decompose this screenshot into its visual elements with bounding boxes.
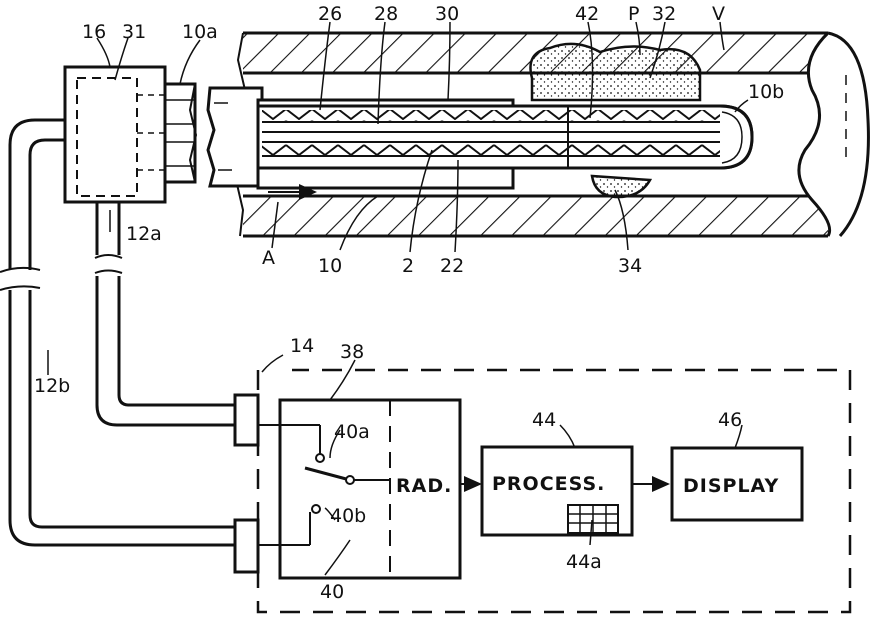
label-A: A: [262, 247, 275, 269]
label-22: 22: [440, 255, 464, 277]
label-2: 2: [402, 255, 414, 277]
catheter: [208, 88, 752, 192]
connector-housing: [65, 67, 196, 202]
label-14: 14: [290, 335, 314, 357]
plaque-top: [530, 44, 700, 100]
label-38: 38: [340, 341, 364, 363]
label-P: P: [628, 3, 639, 25]
label-26: 26: [318, 3, 342, 25]
label-34: 34: [618, 255, 642, 277]
label-42: 42: [575, 3, 599, 25]
keypad: [568, 505, 618, 533]
label-28: 28: [374, 3, 398, 25]
label-44: 44: [532, 409, 556, 431]
vessel-bottom-wall: [243, 196, 828, 236]
label-40b: 40b: [330, 505, 366, 527]
processor-label: PROCESS.: [492, 473, 605, 495]
label-44a: 44a: [566, 551, 602, 573]
label-40a: 40a: [334, 421, 370, 443]
display-label: DISPLAY: [683, 475, 779, 497]
label-46: 46: [718, 409, 742, 431]
radiometer-label: RAD.: [396, 475, 452, 497]
label-12a: 12a: [126, 223, 162, 245]
label-10a: 10a: [182, 21, 218, 43]
label-V: V: [712, 3, 725, 25]
label-31: 31: [122, 21, 146, 43]
label-30: 30: [435, 3, 459, 25]
label-16: 16: [82, 21, 106, 43]
label-40: 40: [320, 581, 344, 603]
label-10: 10: [318, 255, 342, 277]
label-32: 32: [652, 3, 676, 25]
plaque-bottom: [592, 176, 650, 197]
label-12b: 12b: [34, 375, 70, 397]
label-10b: 10b: [748, 81, 784, 103]
